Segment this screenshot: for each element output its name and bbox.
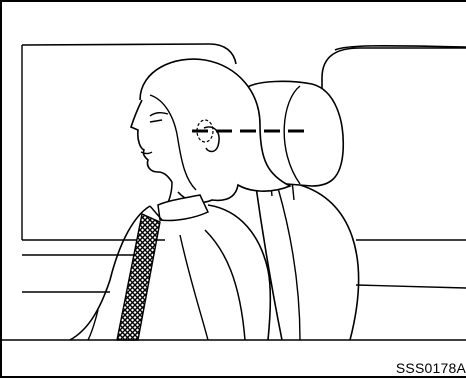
ear [203, 126, 220, 153]
jacket-fold [179, 234, 209, 341]
mouth [140, 151, 153, 155]
arm [204, 229, 246, 341]
collar-fold [149, 205, 163, 221]
seat-belt [116, 213, 161, 341]
torso-back [207, 204, 272, 341]
hair-strand-line [149, 94, 197, 191]
collar [157, 194, 210, 222]
face-profile [130, 99, 173, 183]
headrest-contour [283, 85, 301, 185]
eyebrow [149, 111, 169, 117]
ear-reference-circle [196, 119, 214, 143]
headrest [245, 80, 345, 187]
window-outline-right [334, 44, 466, 51]
torso-front [69, 205, 151, 341]
seatback-outer-edge [299, 184, 360, 341]
seatback-seam [277, 187, 301, 341]
rear-headrest [321, 47, 466, 170]
window-outline-left [21, 43, 237, 65]
seatback-inner-edge [254, 179, 283, 341]
eye [149, 119, 163, 123]
figure-code: SSS0178A [391, 360, 466, 376]
hair [139, 58, 292, 204]
jacket-hem [87, 309, 99, 341]
door-line-right-lower [355, 284, 466, 289]
